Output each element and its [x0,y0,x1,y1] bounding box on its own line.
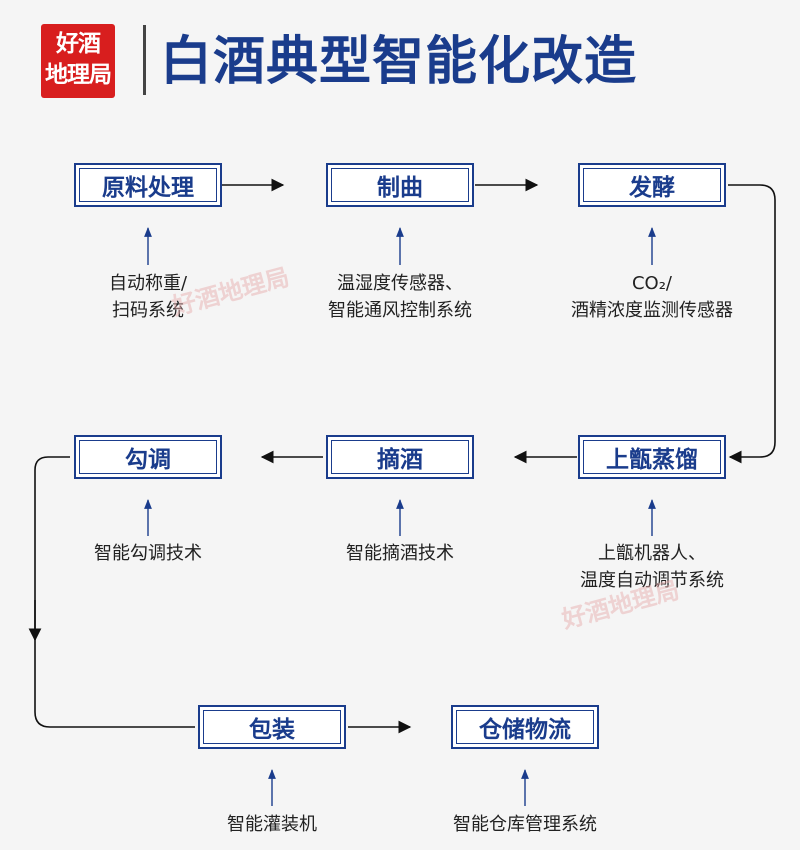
step-box-fermentation: 发酵 [578,163,726,207]
page-title: 白酒典型智能化改造 [160,31,638,92]
tech-desc-warehousing: 智能仓库管理系统 [453,814,597,835]
step-box-liquor-picking: 摘酒 [326,435,474,479]
tech-desc-koji: 温湿度传感器、智能通风控制系统 [328,273,472,321]
header: 好酒 地理局 白酒典型智能化改造 [0,0,800,110]
step-box-warehousing: 仓储物流 [451,705,599,749]
tech-desc-distillation: 上甑机器人、温度自动调节系统 [580,543,724,591]
step-box-koji: 制曲 [326,163,474,207]
step-box-distillation: 上甑蒸馏 [578,435,726,479]
step-box-blending: 勾调 [74,435,222,479]
step-box-raw-material: 原料处理 [74,163,222,207]
tech-desc-blending: 智能勾调技术 [94,543,202,564]
tech-desc-packaging: 智能灌装机 [227,814,317,835]
tech-desc-raw-material: 自动称重/扫码系统 [108,273,188,321]
header-divider [143,25,146,95]
step-box-packaging: 包装 [198,705,346,749]
tech-desc-liquor-picking: 智能摘酒技术 [346,543,454,564]
tech-desc-fermentation: CO₂/酒精浓度监测传感器 [571,273,733,321]
arrow-6-7 [34,456,195,728]
arrow-3-4 [728,184,776,464]
logo-line-1: 好酒 [56,31,101,57]
brand-logo: 好酒 地理局 [41,24,115,98]
logo-line-2: 地理局 [45,62,112,88]
